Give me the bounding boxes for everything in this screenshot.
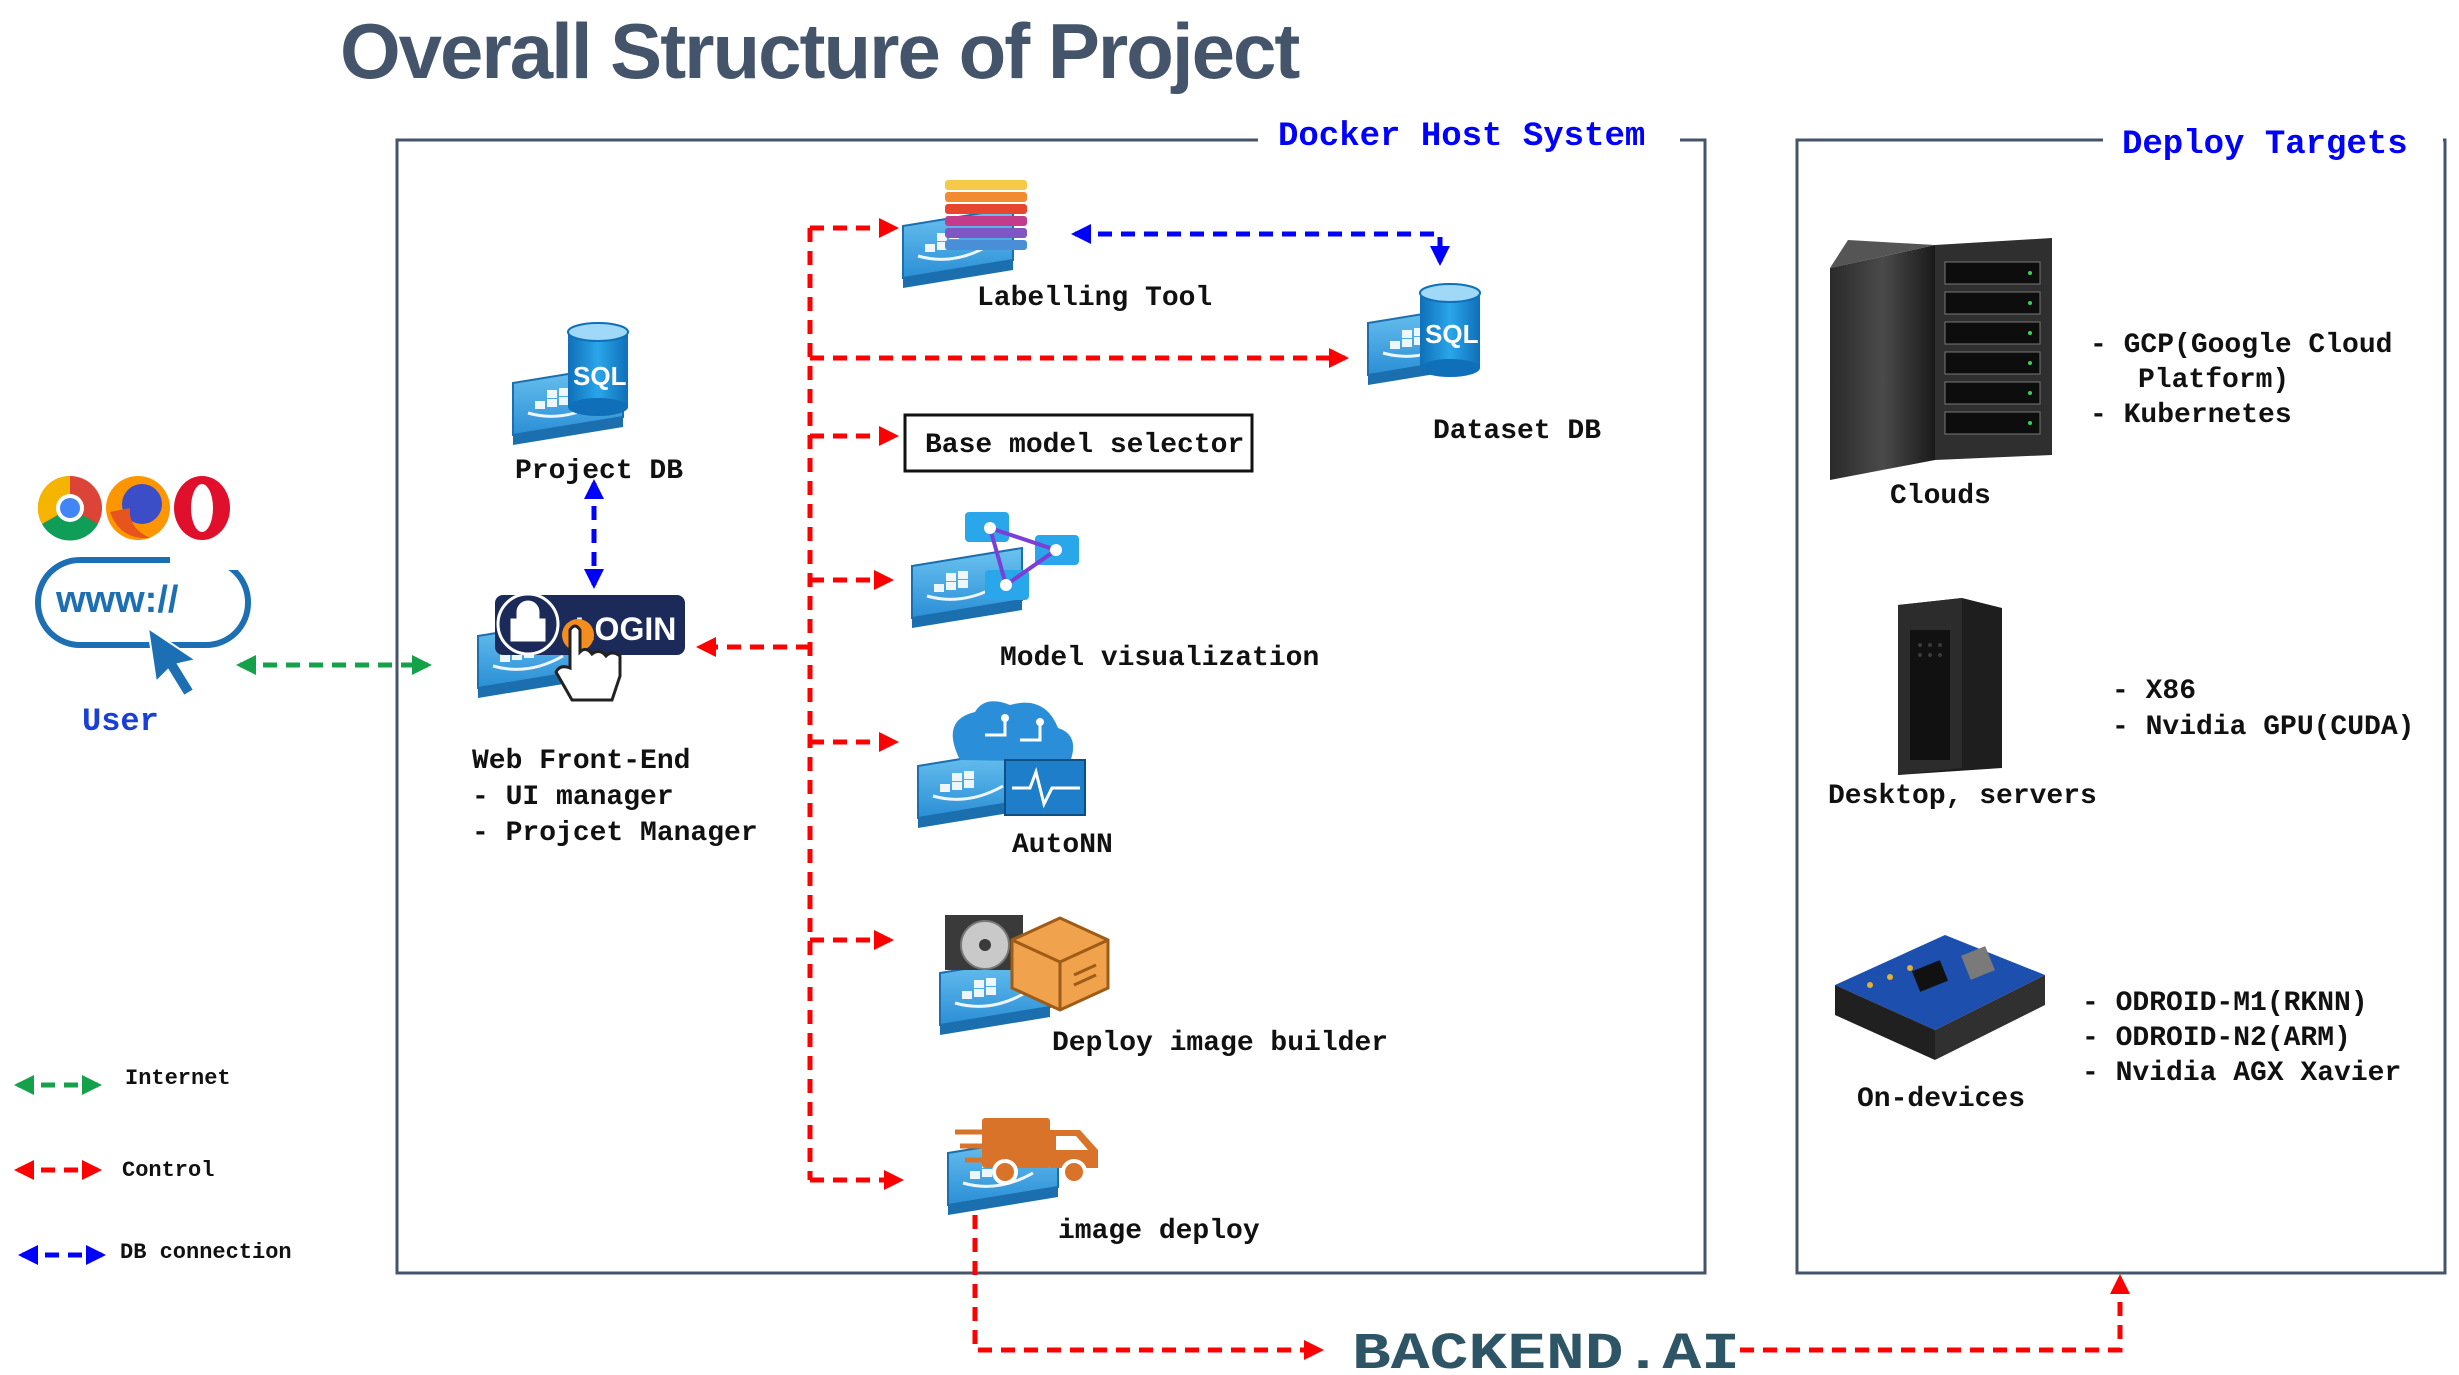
clouds-detail-1: - GCP(Google Cloud [2090, 330, 2392, 361]
base-model-selector-label: Base model selector [925, 430, 1244, 461]
web-frontend-detail-2: - Projcet Manager [472, 818, 758, 849]
autonn-node: AutoNN [916, 701, 1113, 861]
image-deploy-node: image deploy [946, 1118, 1260, 1247]
hand-pointer-icon [554, 624, 622, 702]
legend-internet-label: Internet [125, 1066, 231, 1091]
deploy-targets-title: Deploy Targets [2122, 126, 2408, 164]
ondevices-detail-3: - Nvidia AGX Xavier [2082, 1058, 2401, 1089]
opera-icon [174, 476, 230, 540]
labelling-tool-label: Labelling Tool [977, 283, 1212, 314]
project-db-sql-badge: SQL [573, 361, 627, 391]
disc-icon [945, 915, 1023, 970]
ondevices-label: On-devices [1857, 1084, 2025, 1115]
ondevices-detail-1: - ODROID-M1(RKNN) [2082, 988, 2368, 1019]
desktop-tower-icon [1898, 598, 2002, 775]
cursor-icon [146, 625, 199, 698]
autonn-label: AutoNN [1012, 830, 1113, 861]
desktop-target: Desktop, servers - X86 - Nvidia GPU(CUDA… [1828, 598, 2414, 812]
dataset-db-node: SQL Dataset DB [1366, 283, 1601, 447]
server-rack-icon [1830, 238, 2052, 480]
sbc-board-icon [1835, 935, 2045, 1060]
desktop-detail-1: - X86 [2112, 676, 2196, 707]
clouds-detail-3: - Kubernetes [2090, 400, 2292, 431]
legend-control-label: Control [122, 1158, 214, 1183]
backend-ai-logo-text: BACKEND.AI [1352, 1325, 1740, 1375]
delivery-truck-icon [955, 1118, 1098, 1185]
desktop-label: Desktop, servers [1828, 781, 2097, 812]
deploy-image-builder-node: Deploy image builder [938, 915, 1388, 1059]
desktop-detail-2: - Nvidia GPU(CUDA) [2112, 712, 2414, 743]
firefox-icon [106, 476, 170, 540]
base-model-selector-node: Base model selector [903, 413, 1254, 473]
url-text: www:// [55, 579, 179, 621]
page-title: Overall Structure of Project [340, 7, 1300, 95]
legend-db-label: DB connection [120, 1240, 292, 1265]
project-db-node: SQL Project DB [511, 322, 683, 487]
project-db-label: Project DB [515, 456, 683, 487]
image-deploy-label: image deploy [1058, 1216, 1260, 1247]
clouds-label: Clouds [1890, 481, 1991, 512]
lock-icon [510, 600, 546, 642]
docker-host-title: Docker Host System [1278, 118, 1645, 156]
dataset-db-sql-badge: SQL [1425, 319, 1479, 349]
clouds-detail-2: Platform) [2138, 365, 2289, 396]
user-node: www:// User [35, 475, 260, 740]
user-label: User [82, 703, 159, 740]
layers-icon [945, 180, 1027, 250]
browser-url-icon: www:// [35, 550, 260, 698]
graph-nodes-icon [965, 512, 1079, 600]
labelling-tool-node: Labelling Tool [901, 180, 1212, 314]
db-connection-lines [584, 224, 1450, 589]
chrome-icon [37, 475, 102, 541]
ai-cloud-icon [952, 701, 1086, 816]
deploy-image-builder-label: Deploy image builder [1052, 1028, 1388, 1059]
legend: Internet Control DB connection [14, 1066, 292, 1265]
package-box-icon [1010, 916, 1110, 1012]
model-visualization-label: Model visualization [1000, 643, 1319, 674]
web-frontend-label: Web Front-End [472, 746, 690, 777]
backend-ai-logo: BACKEND.AI [1352, 1325, 1740, 1375]
web-frontend-detail-1: - UI manager [472, 782, 674, 813]
ondevices-target: On-devices - ODROID-M1(RKNN) - ODROID-N2… [1835, 935, 2401, 1115]
ondevices-detail-2: - ODROID-N2(ARM) [2082, 1023, 2351, 1054]
dataset-db-label: Dataset DB [1433, 416, 1601, 447]
clouds-target: Clouds - GCP(Google Cloud Platform) - Ku… [1830, 238, 2392, 512]
web-frontend-node: LOGIN Web Front-End - UI manager - Projc… [472, 592, 758, 849]
model-visualization-node: Model visualization [910, 512, 1319, 674]
control-lines [696, 218, 2130, 1360]
